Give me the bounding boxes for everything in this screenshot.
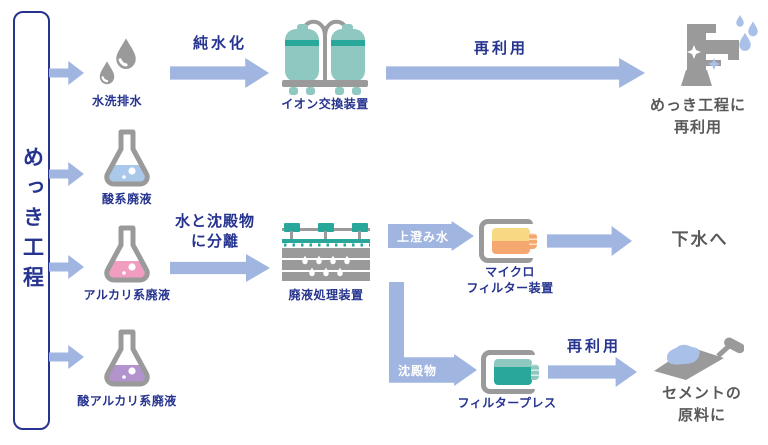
arrow-separation bbox=[170, 254, 270, 282]
acid-waste-flask-icon bbox=[100, 129, 154, 191]
arrow-to-acid-waste bbox=[49, 162, 84, 186]
arrow-to-rinse-water bbox=[49, 61, 84, 85]
microfilter-line1: マイクロ bbox=[485, 265, 535, 279]
cement-result-label: セメントの 原料に bbox=[640, 383, 764, 427]
reuse-top-label: 再利用 bbox=[473, 40, 528, 57]
arrow-sediment: 沈殿物 bbox=[389, 354, 477, 386]
filterpress-knob bbox=[531, 364, 539, 380]
treatment-device-label: 廃液処理装置 bbox=[288, 288, 364, 302]
rinse-water-label: 水洗排水 bbox=[91, 94, 142, 108]
reuse-bottom-label: 再利用 bbox=[566, 338, 621, 355]
arrow-to-acid-alkali-waste bbox=[49, 345, 84, 369]
supernatant-label: 上澄み水 bbox=[397, 229, 450, 244]
purification-label: 純水化 bbox=[192, 35, 247, 52]
reuse-result-line1: めっき工程に bbox=[649, 97, 746, 114]
arrow-purification bbox=[170, 58, 269, 88]
separation-line2: に分離 bbox=[190, 232, 239, 250]
arrow-supernatant: 上澄み水 bbox=[388, 221, 474, 251]
acid-alkali-waste-label: 酸アルカリ系廃液 bbox=[77, 394, 177, 408]
arrow-reuse-bottom bbox=[548, 357, 637, 387]
microfilter-label: マイクロ フィルター装置 bbox=[458, 265, 562, 296]
reuse-result-label: めっき工程に 再利用 bbox=[628, 95, 768, 139]
filterpress-cartridge bbox=[494, 359, 532, 385]
water-drops-icon bbox=[97, 34, 141, 90]
filterpress-label: フィルタープレス bbox=[457, 396, 557, 410]
acid-waste-label: 酸系廃液 bbox=[101, 192, 152, 206]
plating-process-bar: めっき工程 bbox=[13, 11, 50, 430]
microfilter-cartridge bbox=[492, 228, 530, 254]
arrow-to-alkali-waste bbox=[49, 255, 84, 279]
plating-process-title: めっき工程 bbox=[20, 145, 44, 296]
alkali-waste-flask-icon bbox=[100, 225, 154, 287]
cement-result-line1: セメントの bbox=[662, 385, 742, 402]
alkali-waste-label: アルカリ系廃液 bbox=[83, 288, 171, 302]
microfilter-line2: フィルター装置 bbox=[466, 280, 554, 295]
cement-result-line2: 原料に bbox=[677, 406, 726, 424]
separation-label: 水と沈殿物 に分離 bbox=[158, 212, 272, 251]
arrow-to-sewer bbox=[547, 226, 632, 256]
trowel-icon bbox=[652, 334, 744, 384]
sediment-label: 沈殿物 bbox=[398, 363, 438, 378]
ion-exchange-label: イオン交換装置 bbox=[281, 97, 369, 111]
acid-alkali-waste-flask-icon bbox=[100, 329, 154, 391]
reuse-result-line2: 再利用 bbox=[673, 118, 722, 136]
separation-line1: 水と沈殿物 bbox=[174, 213, 255, 230]
filterpress-icon bbox=[481, 350, 539, 394]
treatment-icon bbox=[280, 220, 372, 284]
connector-sediment bbox=[389, 282, 404, 362]
microfilter-icon bbox=[479, 219, 537, 263]
faucet-icon bbox=[676, 12, 766, 96]
sewer-label: 下水へ bbox=[671, 230, 729, 249]
arrow-reuse-top bbox=[386, 58, 645, 88]
microfilter-knob bbox=[529, 233, 537, 249]
ion-exchange-icon bbox=[282, 12, 368, 96]
